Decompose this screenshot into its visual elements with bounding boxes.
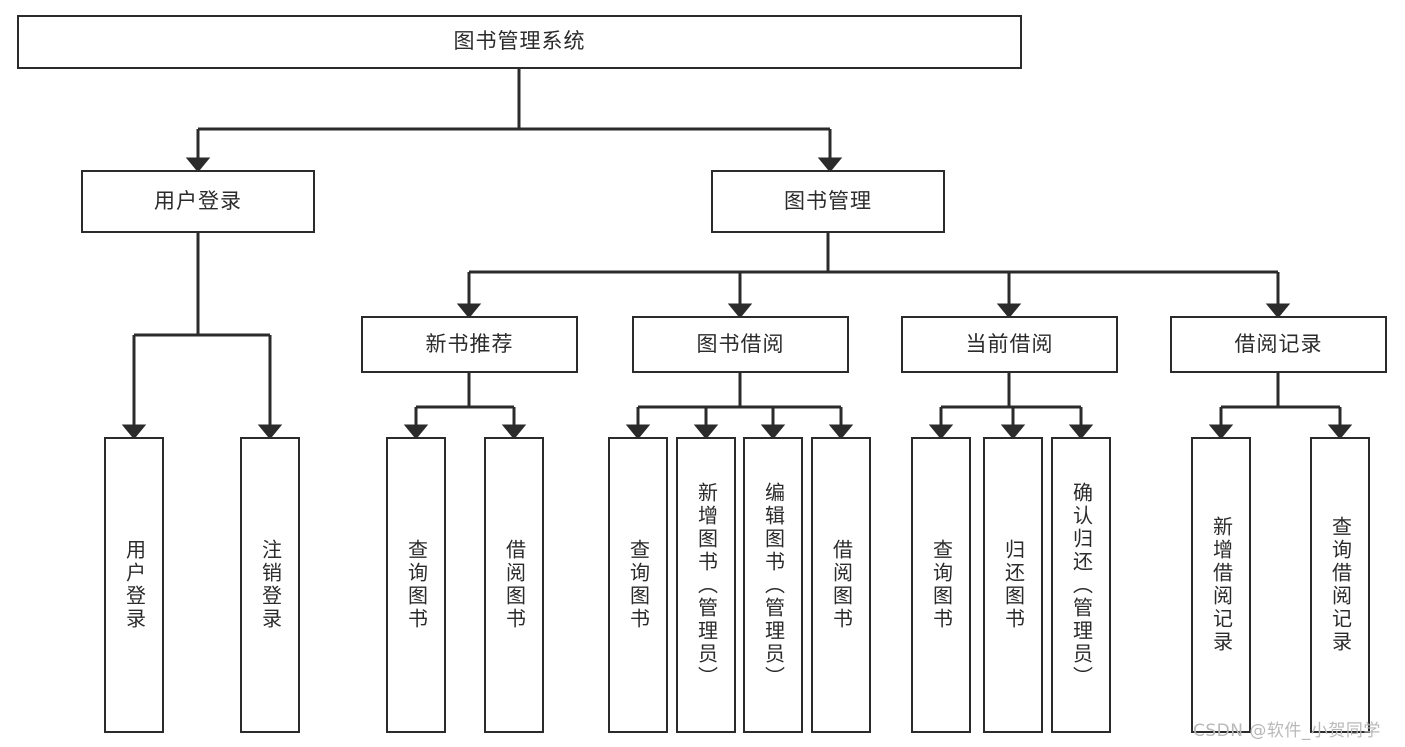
node-current-borrow-label: 当前借阅 xyxy=(965,331,1054,356)
node-leaf-add-borrow-record[interactable]: 新增借阅记录 xyxy=(1191,437,1251,733)
node-leaf-add-book-admin[interactable]: 新增图书（管理员） xyxy=(676,437,736,733)
node-root-system[interactable]: 图书管理系统 xyxy=(17,15,1022,69)
node-leaf-label: 确认归还（管理员） xyxy=(1069,481,1094,689)
node-leaf-label: 注销登录 xyxy=(258,539,283,631)
node-leaf-label: 编辑图书（管理员） xyxy=(761,481,786,689)
node-leaf-confirm-return-admin[interactable]: 确认归还（管理员） xyxy=(1051,437,1111,733)
node-borrow-record[interactable]: 借阅记录 xyxy=(1170,316,1387,373)
node-leaf-label: 归还图书 xyxy=(1001,539,1026,631)
node-leaf-return-book[interactable]: 归还图书 xyxy=(983,437,1043,733)
node-book-borrow-label: 图书借阅 xyxy=(696,331,785,356)
node-leaf-query-borrow-record[interactable]: 查询借阅记录 xyxy=(1310,437,1370,733)
node-leaf-label: 借阅图书 xyxy=(502,539,527,631)
node-user-login-label: 用户登录 xyxy=(154,188,242,213)
node-root-label: 图书管理系统 xyxy=(453,29,586,54)
node-leaf-label: 查询图书 xyxy=(404,539,429,631)
node-current-borrow[interactable]: 当前借阅 xyxy=(901,316,1118,373)
node-book-borrow[interactable]: 图书借阅 xyxy=(632,316,849,373)
node-leaf-borrow-book-new[interactable]: 借阅图书 xyxy=(484,437,544,733)
node-leaf-label: 查询借阅记录 xyxy=(1328,516,1353,654)
node-leaf-label: 查询图书 xyxy=(626,539,651,631)
node-borrow-record-label: 借阅记录 xyxy=(1234,331,1323,356)
node-leaf-query-book-new[interactable]: 查询图书 xyxy=(386,437,446,733)
node-leaf-borrow-book[interactable]: 借阅图书 xyxy=(811,437,871,733)
node-new-book-recommend-label: 新书推荐 xyxy=(425,331,514,356)
node-leaf-label: 借阅图书 xyxy=(829,539,854,631)
node-leaf-logout[interactable]: 注销登录 xyxy=(240,437,300,733)
node-book-management[interactable]: 图书管理 xyxy=(711,170,945,233)
node-leaf-label: 用户登录 xyxy=(122,539,147,631)
node-book-management-label: 图书管理 xyxy=(784,188,872,213)
node-leaf-query-book-current[interactable]: 查询图书 xyxy=(911,437,971,733)
node-leaf-label: 新增图书（管理员） xyxy=(694,481,719,689)
node-leaf-label: 新增借阅记录 xyxy=(1209,516,1234,654)
node-leaf-query-book-borrow[interactable]: 查询图书 xyxy=(608,437,668,733)
node-new-book-recommend[interactable]: 新书推荐 xyxy=(361,316,578,373)
node-leaf-edit-book-admin[interactable]: 编辑图书（管理员） xyxy=(743,437,803,733)
node-leaf-user-login[interactable]: 用户登录 xyxy=(104,437,164,733)
node-leaf-label: 查询图书 xyxy=(929,539,954,631)
node-user-login[interactable]: 用户登录 xyxy=(81,170,315,233)
